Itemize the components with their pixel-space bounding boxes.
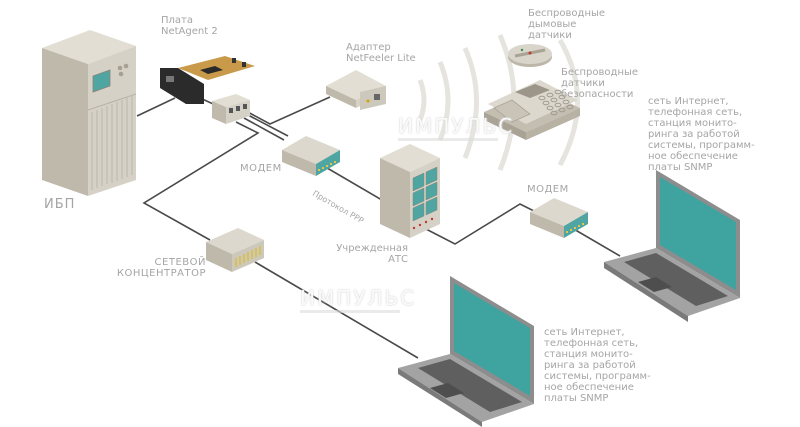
laptop-1-touchpad xyxy=(638,277,672,292)
watermark-underline xyxy=(300,310,400,313)
watermark: ИМПУЛЬС xyxy=(398,114,515,138)
laptop-2-base-edge xyxy=(398,368,482,427)
pcb-chip xyxy=(200,66,223,74)
wave-3 xyxy=(462,46,479,159)
netfeeler-port xyxy=(374,94,380,100)
modem-1-top xyxy=(282,136,340,164)
ups-button-3 xyxy=(118,71,124,77)
ups-side xyxy=(42,48,88,196)
label-netfeeler: Адаптер NetFeeler Lite xyxy=(346,42,416,64)
laptop-1-screen xyxy=(660,177,736,290)
splitter-front xyxy=(212,101,226,124)
panel-keypad xyxy=(538,89,574,116)
laptop-2-touchpad xyxy=(430,383,464,398)
pcb-component xyxy=(232,58,236,63)
network-hub[interactable] xyxy=(206,228,264,272)
modem-2[interactable] xyxy=(530,198,588,238)
smoke-detector[interactable] xyxy=(508,44,552,67)
netfeeler-led xyxy=(366,99,370,103)
panel-right xyxy=(526,108,580,140)
label-netagent: Плата NetAgent 2 xyxy=(161,15,218,37)
modem-1-left xyxy=(282,150,316,176)
ups-display-screen xyxy=(92,69,111,93)
cable-splitter-hub xyxy=(142,121,260,241)
ups-button-1 xyxy=(117,65,123,71)
modem-2-top xyxy=(530,198,588,226)
splitter-top xyxy=(212,94,250,107)
label-hub: СЕТЕВОЙ КОНЦЕНТРАТОР xyxy=(116,257,206,279)
pbx-cabinet[interactable] xyxy=(380,144,440,238)
cable-ups-netagent xyxy=(136,97,176,117)
splitter-port xyxy=(243,104,247,109)
modem-1-front xyxy=(316,150,340,176)
smoke-led-red xyxy=(528,51,532,55)
watermark: ИМПУЛЬС xyxy=(300,286,417,310)
netagent-card[interactable] xyxy=(160,56,255,104)
smoke-led-green xyxy=(520,48,524,52)
laptop-1-keyboard xyxy=(624,253,728,306)
ups-button-2 xyxy=(123,63,129,69)
laptop-2-keyboard xyxy=(418,359,522,412)
pcb-component xyxy=(242,62,246,67)
modem-2-left xyxy=(530,212,564,238)
cable-splitter-modem1 xyxy=(247,114,289,137)
cable-splitter-netfeeler xyxy=(243,96,331,125)
modem-2-leds xyxy=(566,223,584,233)
label-modem-1: МОДЕМ xyxy=(240,163,282,174)
ups-vent-grille xyxy=(91,96,133,190)
netfeeler-adapter[interactable] xyxy=(326,70,386,110)
laptop-2[interactable] xyxy=(398,276,534,427)
watermark-underline xyxy=(398,138,498,141)
pbx-side xyxy=(380,158,410,238)
cable-pbx-modem2 xyxy=(423,203,541,245)
hub-left xyxy=(206,242,232,272)
label-smoke-detector: Беспроводные дымовые датчики xyxy=(528,8,606,41)
modem-1-leds xyxy=(318,161,336,171)
cable-modem2-laptop1 xyxy=(571,227,621,257)
modem-1[interactable] xyxy=(282,136,340,176)
pbx-indicators xyxy=(412,217,434,230)
netfeeler-left xyxy=(326,86,356,108)
splitter-port xyxy=(236,106,240,111)
wave-1 xyxy=(417,79,427,121)
splitter[interactable] xyxy=(212,94,250,124)
hub-top xyxy=(206,228,264,254)
wave-2 xyxy=(437,61,451,141)
hub-ports xyxy=(235,246,261,267)
ups-cabinet[interactable] xyxy=(42,30,137,196)
panel-handset xyxy=(493,99,531,123)
pbx-panels xyxy=(412,166,438,222)
netfeeler-front xyxy=(360,86,386,110)
laptop-1[interactable] xyxy=(604,170,740,322)
cable-splitter-modem1b xyxy=(243,117,285,141)
cables xyxy=(136,96,621,359)
security-panel[interactable] xyxy=(484,80,580,140)
splitter-port xyxy=(229,108,233,113)
cable-modem1-pbx xyxy=(321,164,383,201)
label-ups: ИБП xyxy=(44,197,76,212)
modem-2-front xyxy=(564,212,588,238)
panel-speaker xyxy=(515,84,550,98)
panel-front xyxy=(484,112,526,140)
rj45-port xyxy=(166,76,174,82)
label-laptop-1: сеть Интернет, телефонная сеть, станция … xyxy=(648,96,755,173)
label-laptop-2: сеть Интернет, телефонная сеть, станция … xyxy=(544,327,651,404)
laptop-2-screen xyxy=(454,283,530,396)
label-pbx: Учрежденная АТС xyxy=(336,243,408,265)
ups-top xyxy=(42,30,136,64)
label-modem-2: МОДЕМ xyxy=(527,184,569,195)
label-security-sensors: Беспроводные датчики безопасности xyxy=(561,67,639,100)
laptop-1-base-edge xyxy=(604,262,688,322)
wave-5 xyxy=(557,38,580,167)
